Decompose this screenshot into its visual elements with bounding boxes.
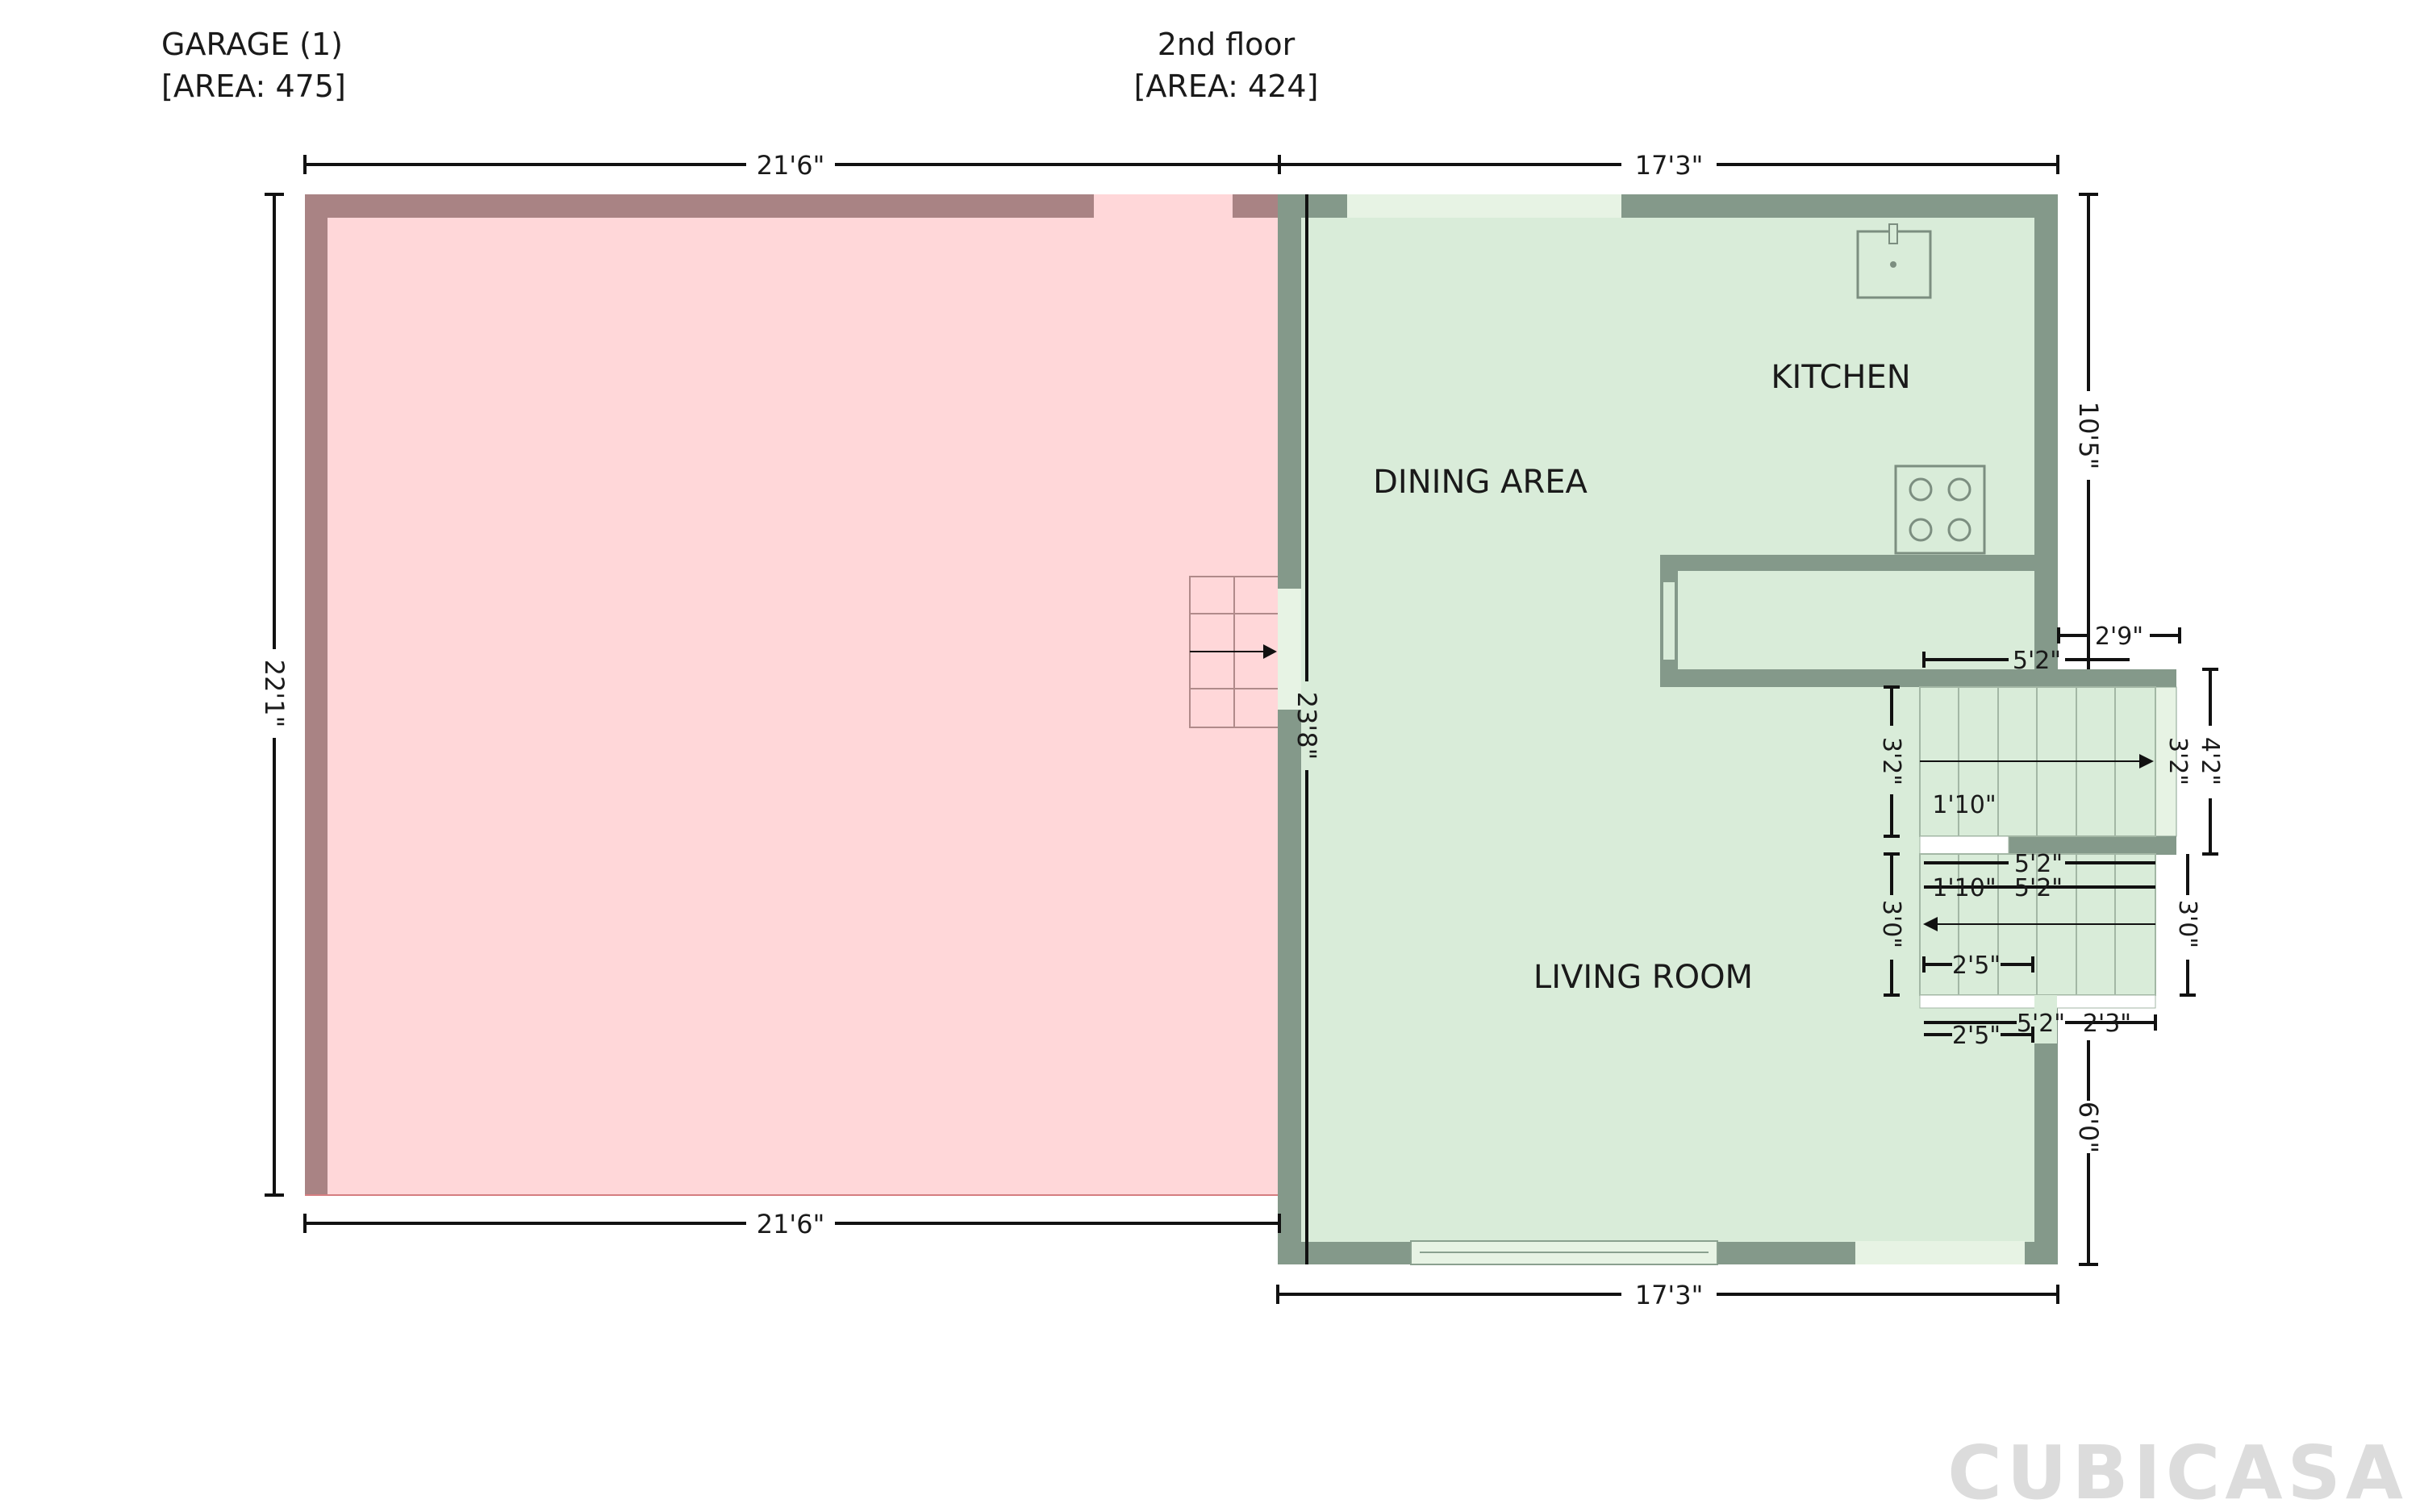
dim-stair-bottom-1: 5'2" [2017, 1010, 2065, 1038]
dim-stair-step-1: 2'5" [1952, 952, 2001, 980]
dim-stair-upper-h: 3'2" [1877, 737, 1905, 785]
floor-window-bottom [1855, 1241, 2025, 1264]
dim-right-upper: 10'5" [2073, 402, 2104, 470]
room-dining: DINING AREA [1373, 464, 1588, 501]
second-floor [1278, 194, 2177, 1265]
garage-window-top [1094, 194, 1233, 218]
dim-floor-bottom: 17'3" [1635, 1280, 1704, 1310]
floor-window-top [1347, 194, 1621, 218]
stairs-upper [1919, 686, 2156, 855]
dim-garage-top: 21'6" [757, 150, 825, 181]
dim-stair-mid-4: 5'2" [2014, 874, 2063, 902]
dim-floor-left: 23'8" [1291, 692, 1322, 760]
dim-stair-upper-h-inner: 3'2" [2163, 737, 2192, 785]
dim-floor-top: 17'3" [1635, 150, 1704, 181]
dim-stair-lower-h-left: 3'0" [1877, 900, 1905, 948]
dim-stair-mid-2: 5'2" [2014, 850, 2063, 878]
dim-garage-bottom: 21'6" [757, 1209, 825, 1239]
dim-stair-bottom-3: 2'5" [1952, 1022, 2001, 1050]
sink-icon [1856, 223, 1932, 299]
garage-room [305, 194, 1280, 1196]
room-living: LIVING ROOM [1533, 959, 1753, 996]
dim-stair-landing: 2'9" [2095, 623, 2143, 651]
garage-title: GARAGE (1) [161, 27, 343, 62]
garage-door-1 [350, 1173, 760, 1195]
dim-stair-lower-h-right: 3'0" [2173, 900, 2201, 948]
floor-area [1301, 218, 2034, 1242]
stairs-lower [1919, 853, 2156, 1242]
floor-title: 2nd floor [1158, 27, 1296, 62]
dim-stair-outer-h: 4'2" [2196, 737, 2224, 785]
brand-logo: CUBICASA [1947, 1430, 2408, 1512]
dim-garage-left: 22'1" [259, 660, 290, 728]
garage-area: [AREA: 475] [161, 69, 346, 104]
garage-passage [1278, 589, 1301, 710]
stove-icon [1894, 464, 1986, 555]
garage-floor [328, 218, 1279, 1195]
dim-stair-mid-3: 1'10" [1932, 874, 1996, 902]
garage-door-2 [817, 1173, 1230, 1195]
dim-stair-top-width: 5'2" [2013, 647, 2061, 675]
kitchen-wall [1660, 555, 2034, 571]
dim-stair-mid-1: 1'10" [1932, 791, 1996, 819]
dimension-lines [265, 155, 2218, 1304]
dim-stair-bottom-2: 2'3" [2083, 1010, 2131, 1038]
floor-area: [AREA: 424] [1134, 69, 1319, 104]
dim-right-lower: 6'0" [2073, 1102, 2104, 1153]
room-kitchen: KITCHEN [1771, 359, 1910, 396]
